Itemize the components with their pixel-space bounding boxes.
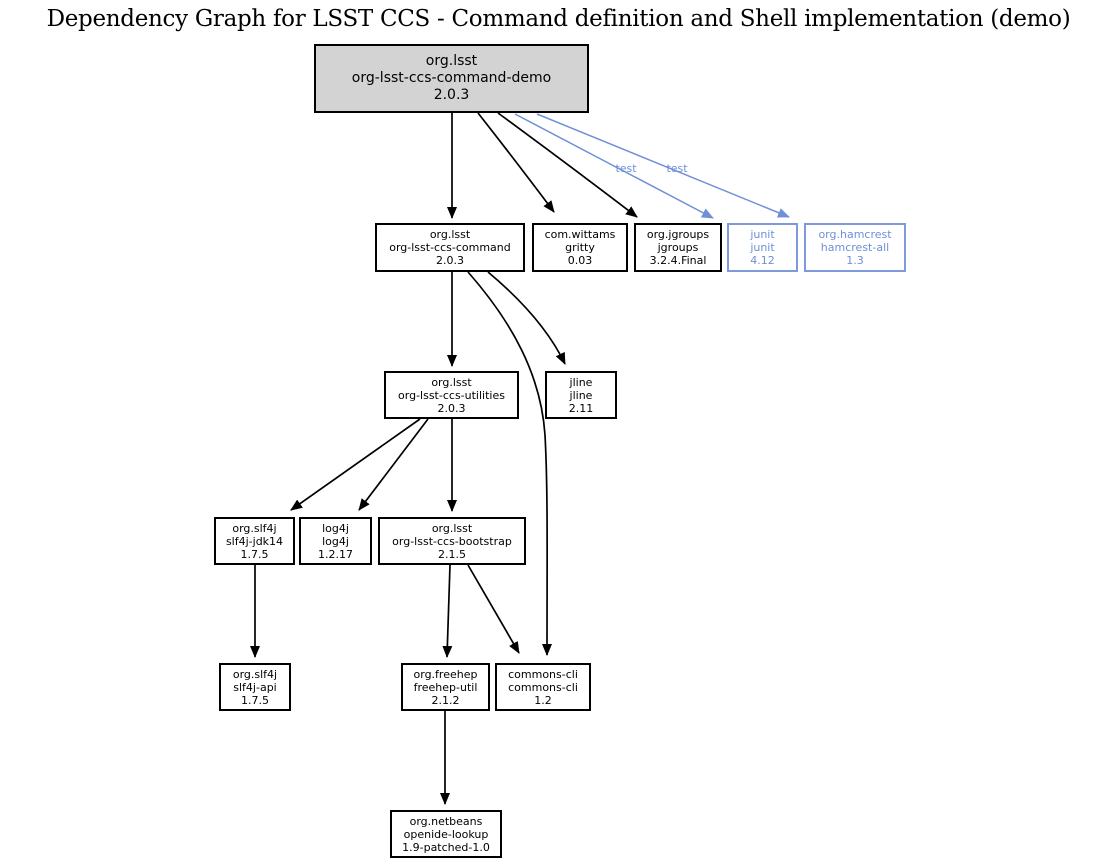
edge-utilities-slf4jjdk14: [290, 418, 421, 511]
node-group-id: org.lsst: [431, 375, 472, 389]
node-group-id: org.freehep: [413, 667, 478, 681]
node-artifact-id: org-lsst-ccs-bootstrap: [392, 534, 512, 548]
node-hamcrest-all: org.hamcrest hamcrest-all 1.3: [804, 223, 906, 272]
node-log4j: log4j log4j 1.2.17: [299, 517, 372, 565]
node-version: 1.2.17: [318, 547, 353, 561]
node-group-id: org.lsst: [425, 53, 478, 69]
node-group-id: log4j: [322, 521, 349, 535]
node-version: 1.7.5: [240, 547, 269, 561]
node-version: 2.0.3: [437, 401, 466, 415]
edge-command-jline: [487, 271, 566, 365]
node-group-id: org.lsst: [431, 521, 473, 535]
node-artifact-id: slf4j-api: [233, 680, 277, 694]
node-artifact-id: openide-lookup: [403, 827, 489, 841]
edge-root-jgroups: [497, 112, 638, 218]
edge-label-test-junit: test: [615, 162, 637, 175]
node-version: 4.12: [750, 254, 775, 267]
node-version: 1.9-patched-1.0: [402, 840, 490, 854]
node-version: 1.3: [846, 254, 864, 267]
node-artifact-id: org-lsst-ccs-command: [389, 241, 511, 254]
node-jline: jline jline 2.11: [545, 371, 617, 419]
node-artifact-id: junit: [750, 241, 775, 254]
node-artifact-id: slf4j-jdk14: [225, 534, 284, 548]
node-slf4j-jdk14: org.slf4j slf4j-jdk14 1.7.5: [214, 517, 295, 565]
node-version: 1.7.5: [241, 693, 269, 707]
node-gritty: com.wittams gritty 0.03: [532, 223, 628, 272]
node-org-lsst-ccs-command-demo: org.lsst org-lsst-ccs-command-demo 2.0.3: [314, 44, 589, 113]
node-group-id: jline: [569, 375, 593, 389]
edge-bootstrap-commonscli: [467, 564, 520, 654]
edge-label-test-hamcrest: test: [666, 162, 688, 175]
node-version: 3.2.4.Final: [649, 254, 707, 267]
node-version: 2.1.2: [431, 693, 460, 707]
node-group-id: org.hamcrest: [818, 228, 892, 241]
edge-command-commonscli: [467, 271, 553, 656]
edge-root-gritty: [477, 112, 555, 213]
node-group-id: org.lsst: [429, 228, 471, 241]
node-artifact-id: hamcrest-all: [820, 241, 890, 254]
node-group-id: org.netbeans: [409, 814, 483, 828]
edge-bootstrap-freehep: [442, 564, 453, 658]
node-org-lsst-ccs-utilities: org.lsst org-lsst-ccs-utilities 2.0.3: [384, 371, 519, 419]
node-artifact-id: commons-cli: [508, 680, 578, 694]
node-junit: junit junit 4.12: [727, 223, 798, 272]
node-artifact-id: freehep-util: [413, 680, 478, 694]
node-openide-lookup: org.netbeans openide-lookup 1.9-patched-…: [390, 810, 502, 858]
node-artifact-id: gritty: [565, 241, 595, 254]
node-group-id: org.slf4j: [232, 667, 278, 681]
node-artifact-id: jgroups: [657, 241, 699, 254]
node-version: 2.0.3: [436, 254, 464, 267]
edge-utilities-log4j: [358, 418, 429, 511]
node-group-id: junit: [750, 228, 775, 241]
graph-title: Dependency Graph for LSST CCS - Command …: [46, 6, 1071, 32]
node-version: 1.2: [534, 693, 552, 707]
node-group-id: org.jgroups: [646, 228, 710, 241]
node-version: 2.11: [568, 401, 594, 415]
edge-root-hamcrest: [536, 113, 790, 218]
node-artifact-id: org-lsst-ccs-utilities: [398, 388, 505, 402]
node-org-lsst-ccs-bootstrap: org.lsst org-lsst-ccs-bootstrap 2.1.5: [378, 517, 526, 565]
node-commons-cli: commons-cli commons-cli 1.2: [495, 663, 591, 711]
node-artifact-id: org-lsst-ccs-command-demo: [351, 70, 552, 86]
node-freehep-util: org.freehep freehep-util 2.1.2: [401, 663, 490, 711]
edge-root-junit: [514, 113, 714, 219]
node-version: 2.0.3: [433, 87, 470, 103]
node-version: 2.1.5: [438, 547, 466, 561]
node-group-id: commons-cli: [508, 667, 578, 681]
node-group-id: org.slf4j: [232, 521, 277, 535]
node-jgroups: org.jgroups jgroups 3.2.4.Final: [634, 223, 722, 272]
node-group-id: com.wittams: [544, 228, 616, 241]
node-artifact-id: log4j: [322, 534, 349, 548]
node-artifact-id: jline: [569, 388, 593, 402]
node-version: 0.03: [567, 254, 593, 267]
node-org-lsst-ccs-command: org.lsst org-lsst-ccs-command 2.0.3: [375, 223, 525, 272]
node-slf4j-api: org.slf4j slf4j-api 1.7.5: [219, 663, 291, 711]
